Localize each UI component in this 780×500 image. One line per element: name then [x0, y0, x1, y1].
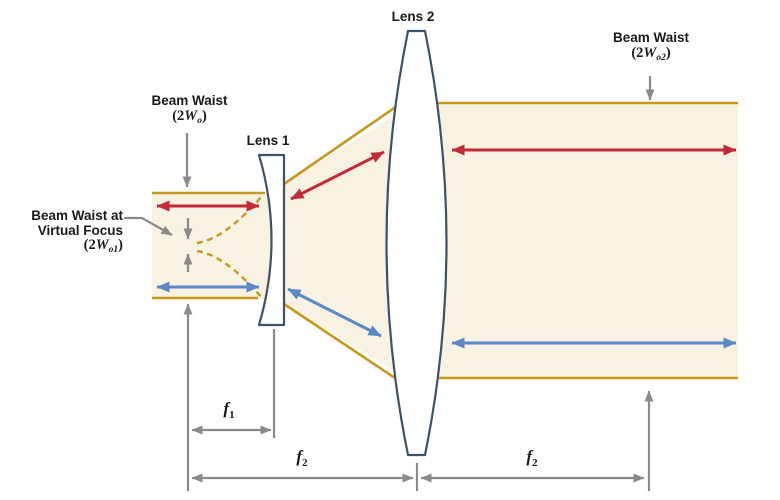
label-beam-waist-input: Beam Waist (2Wo)	[118, 93, 261, 128]
blue-ray-arrows	[156, 281, 737, 349]
output-beam-fill	[410, 102, 738, 378]
beam-waist-input-symbol: (2Wo)	[172, 107, 207, 126]
red-ray-arrows	[156, 144, 737, 212]
label-beam-waist-output: Beam Waist (2Wo2)	[580, 30, 722, 65]
label-virtual-focus: Beam Waist at Virtual Focus (2Wo1)	[13, 208, 123, 258]
red-arrow-diverging	[290, 150, 385, 201]
virtual-focus-line2: Virtual Focus	[37, 222, 123, 238]
virtual-focus-symbol: (2Wo1)	[83, 237, 123, 255]
input-beam-fill	[152, 192, 284, 299]
label-lens2: Lens 2	[391, 9, 435, 24]
label-f2-right: f2	[526, 447, 538, 469]
label-lens1: Lens 1	[246, 133, 290, 148]
blue-arrow-diverging	[287, 287, 382, 338]
virtual-focus-leader-line	[124, 216, 173, 236]
beam-waist-output-symbol: (2Wo2)	[631, 44, 671, 63]
beam-waist-input-title: Beam Waist	[151, 93, 228, 108]
label-f1: f1	[223, 399, 235, 421]
beam-waist-output-title: Beam Waist	[612, 30, 690, 45]
lens2-convex-shape	[385, 29, 448, 457]
virtual-ray-upper-dashed	[196, 195, 263, 245]
virtual-focus-line1: Beam Waist at	[31, 208, 123, 223]
lens1-concave-shape	[257, 153, 286, 327]
gray-annotations	[124, 76, 655, 491]
label-f2-left: f2	[296, 447, 308, 469]
virtual-ray-lower-dashed	[196, 249, 263, 299]
